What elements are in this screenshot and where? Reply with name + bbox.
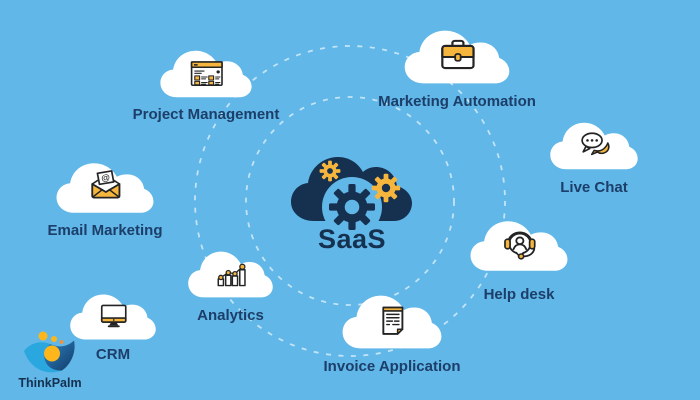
thinkpalm-logo-icon (24, 331, 75, 373)
cloud-shape (70, 294, 156, 340)
cloud-label: Analytics (197, 307, 264, 324)
cloud-node-invoice-application: Invoice Application (324, 288, 460, 375)
cloud-shape (160, 50, 252, 98)
cloud-shape (342, 295, 442, 349)
cloud-label: Invoice Application (323, 358, 461, 375)
cloud-shape (404, 30, 510, 84)
cloud-shape (550, 122, 638, 170)
at-symbol-glyph: @ (100, 172, 110, 183)
cloud-node-live-chat: Live Chat (548, 116, 640, 196)
cloud-node-analytics: Analytics (186, 245, 275, 324)
cloud-node-marketing-automation: Marketing Automation (378, 23, 536, 110)
cloud-node-email-marketing: @ Email Marketing (47, 156, 163, 239)
large-yellow-gear-icon (371, 173, 401, 203)
cloud-shape (470, 221, 568, 271)
cloud-label: Email Marketing (47, 222, 163, 239)
cloud-gears-icon (291, 157, 412, 237)
cloud-label: Live Chat (560, 179, 628, 196)
thinkpalm-logo-text: ThinkPalm (18, 376, 82, 390)
small-yellow-gear-icon (319, 160, 341, 182)
saas-main-gear-icon (329, 184, 375, 230)
thinkpalm-brand: ThinkPalm (12, 327, 88, 390)
cloud-node-crm: CRM (68, 288, 158, 363)
desktop-monitor-icon (100, 304, 127, 328)
cloud-label: CRM (95, 346, 131, 363)
cloud-shape: @ (56, 163, 154, 213)
bar-chart-icon (217, 263, 246, 287)
cloud-label: Project Management (132, 106, 280, 123)
cloud-label: Help desk (483, 286, 555, 303)
inner-orbit-ring (245, 96, 455, 306)
invoice-document-icon (382, 306, 404, 335)
headset-agent-icon (504, 231, 536, 260)
cloud-label: Marketing Automation (378, 93, 536, 110)
saas-title: SaaS (317, 224, 387, 254)
cloud-node-help-desk: Help desk (468, 214, 570, 303)
cloud-node-project-management: Project Management (133, 44, 279, 123)
email-envelope-icon: @ (91, 170, 121, 199)
cloud-shape (188, 251, 273, 298)
saas-center-cloud (286, 143, 418, 260)
chat-bubbles-icon (581, 132, 610, 156)
briefcase-icon (441, 39, 475, 70)
outer-orbit-ring (194, 45, 506, 357)
window-grid-icon (190, 61, 223, 86)
